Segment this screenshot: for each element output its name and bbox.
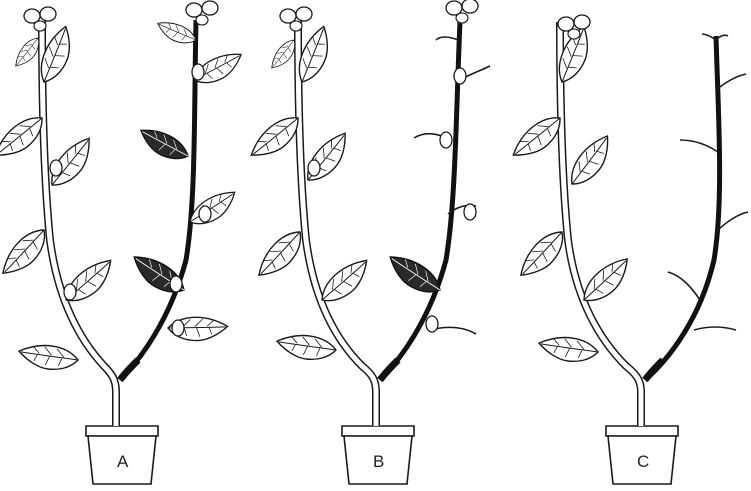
stem-right-c [645, 36, 720, 380]
plant-b: B [248, 0, 490, 484]
plant-a: A [0, 1, 246, 484]
pot-label-b: B [373, 452, 384, 471]
pot-c: C [606, 426, 678, 484]
pot-label-c: C [637, 452, 649, 471]
stem-right-b [380, 22, 460, 380]
pot-b: B [342, 426, 414, 484]
pot-label-a: A [117, 452, 129, 471]
plant-c: C [510, 15, 748, 484]
pot-a: A [86, 426, 158, 484]
